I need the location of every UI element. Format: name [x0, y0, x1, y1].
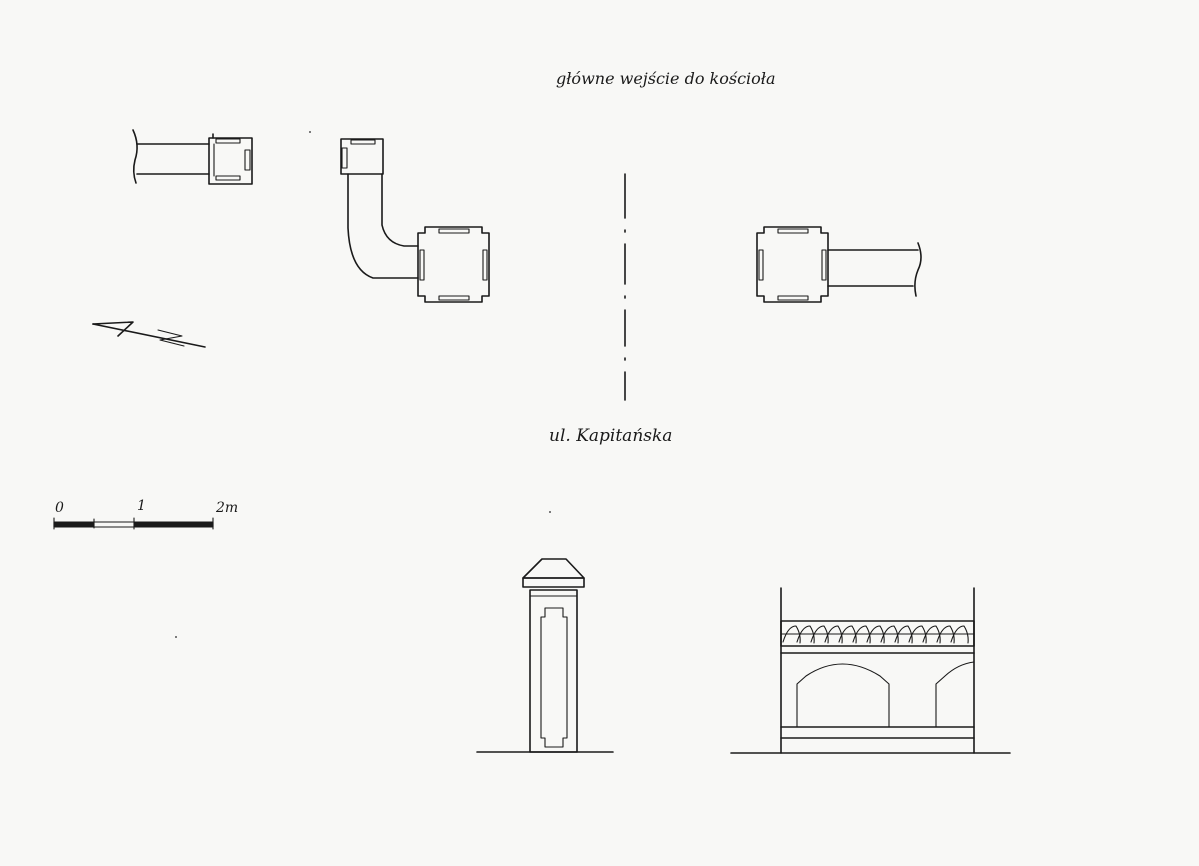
north-arrow-icon — [92, 321, 206, 348]
top-label: główne wejście do kościoła — [556, 69, 776, 88]
scale-label-1: 1 — [137, 498, 146, 514]
street-label: ul. Kapitańska — [549, 426, 672, 446]
speck — [309, 131, 311, 133]
scale-label-2m: 2m — [215, 500, 238, 516]
scale-label-0: 0 — [55, 500, 64, 516]
scale-bar: 0 1 2m — [53, 498, 238, 530]
elevation-wall-section — [730, 587, 1011, 754]
plan-curved-wall-and-piers — [340, 138, 490, 303]
plan-right-pier-and-wall — [756, 226, 922, 303]
roof-tiles — [780, 625, 975, 644]
speck — [175, 636, 177, 638]
plan-left-wall-and-pier — [132, 129, 253, 185]
speck — [549, 511, 551, 513]
elevation-pillar — [476, 558, 614, 753]
